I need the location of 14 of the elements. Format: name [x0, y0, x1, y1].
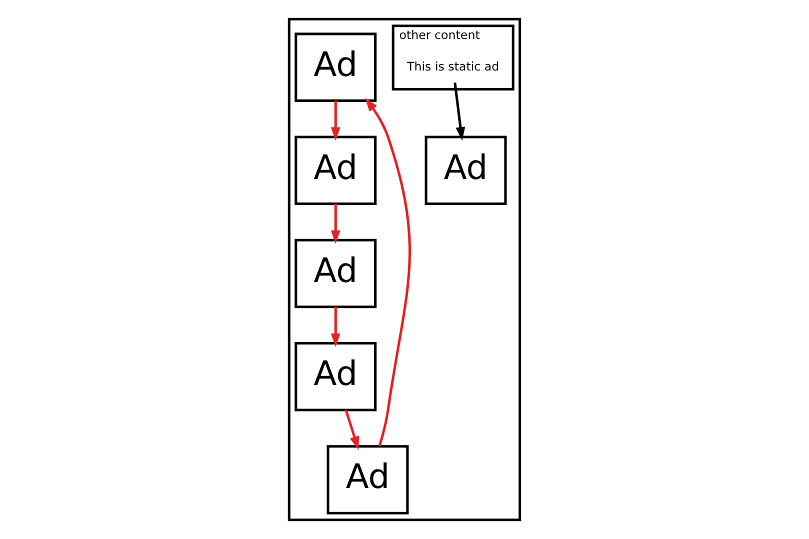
- arrow: [454, 82, 466, 141]
- arrow: [330, 204, 340, 244]
- node-box: Ad: [424, 136, 507, 206]
- node-text: This is static ad: [407, 59, 500, 74]
- arrow: [330, 100, 340, 141]
- node-box: Ad: [294, 32, 377, 102]
- arrow: [365, 98, 411, 446]
- node-box: Ad: [294, 342, 377, 412]
- cluster: [288, 18, 522, 522]
- node-box: Ad: [294, 136, 377, 206]
- node-box: Ad: [294, 238, 377, 308]
- arrow: [330, 307, 340, 348]
- node-box: Ad: [326, 445, 409, 514]
- arrow: [344, 410, 360, 450]
